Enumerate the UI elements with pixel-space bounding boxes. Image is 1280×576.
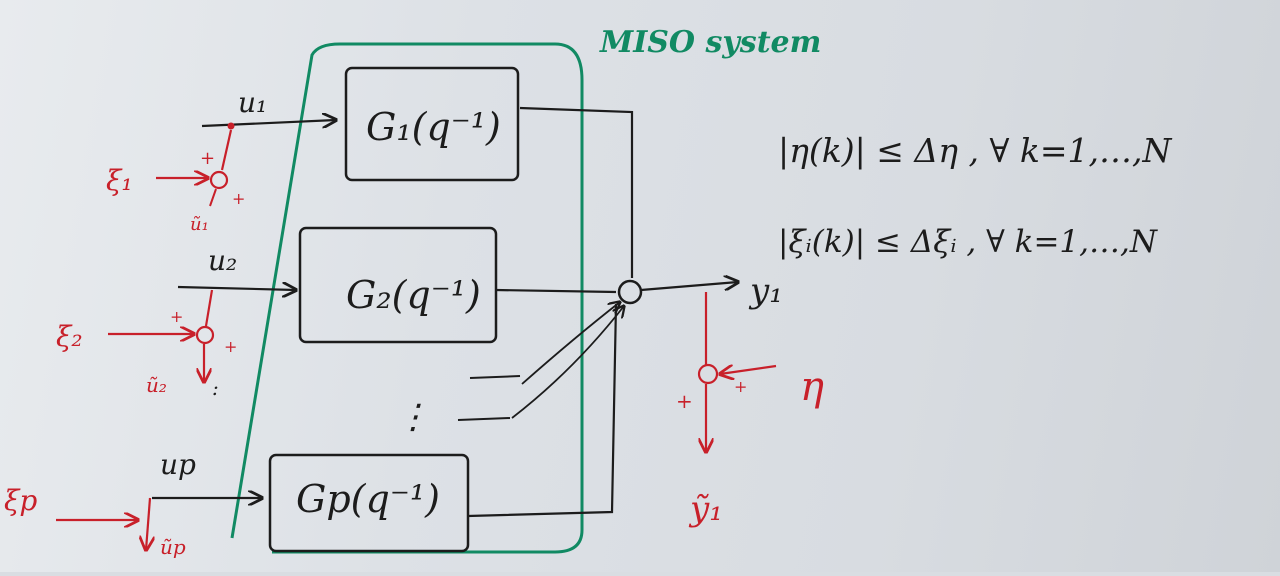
diagram-title: MISO system [599,25,821,60]
sign-plus: + [734,377,747,396]
input-u2-label: u₂ [208,244,237,277]
sign-plus: + [232,189,245,208]
input-up-label: up [160,448,196,481]
noise-xi2-label: ξ₂ [56,320,83,353]
output-path-1 [519,106,634,278]
measured-y1-label: ỹ₁ [688,489,723,529]
output-path-2 [495,288,617,294]
sign-plus: + [170,307,183,326]
transfer-block-1: G₁(q⁻¹) [344,66,520,182]
transfer-function-label: G₁(q⁻¹) [366,105,501,149]
transfer-function-label: G₂(q⁻¹) [346,273,481,317]
input-channel-1: u₁ ξ₁ ũ₁ + + [106,86,336,235]
sign-plus: + [676,389,693,413]
noise-eta-label: η [800,364,824,410]
eta-bound-equation: |η(k)| ≤ Δη , ∀ k=1,…,N [778,131,1172,170]
output-summing-junction: y₁ [617,271,783,311]
input-channel-p: up ξp ũp [4,448,262,559]
sign-plus: + [224,337,237,356]
sign-plus: + [200,148,215,169]
input-channel-2: u₂ ξ₂ ũ₂ + + : [56,244,296,400]
measured-u1-label: ũ₁ [190,214,209,235]
measured-up-label: ũp [160,535,186,559]
transfer-block-2: G₂(q⁻¹) [298,226,498,344]
block-ellipsis: ⋮ [396,397,430,437]
noise-xip-label: ξp [4,484,37,517]
output-noise-channel: η ỹ₁ + + [676,292,824,529]
noise-xi1-label: ξ₁ [106,164,133,197]
transfer-function-label: Gp(q⁻¹) [296,477,440,521]
xi-bound-equation: |ξᵢ(k)| ≤ Δξᵢ , ∀ k=1,…,N [778,224,1159,260]
input-u1-label: u₁ [238,86,267,119]
miso-system-boundary [230,42,584,554]
transfer-block-p: Gp(q⁻¹) [268,453,470,553]
dots: : [212,376,219,400]
measured-u2-label: ũ₂ [146,373,167,397]
output-path-p [467,303,618,518]
output-y1-label: y₁ [748,271,783,311]
